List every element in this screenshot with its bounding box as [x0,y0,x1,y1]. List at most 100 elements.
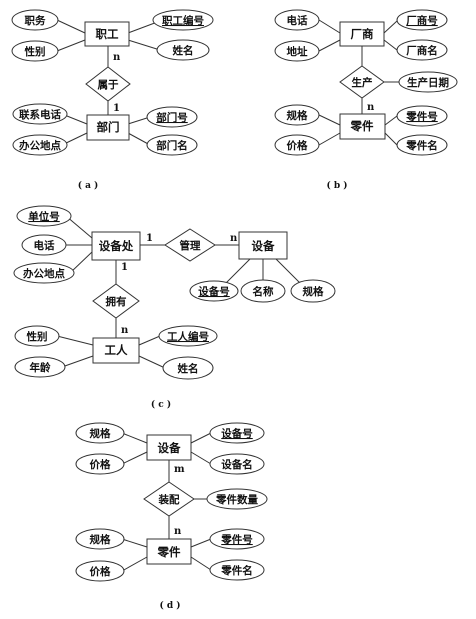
attr-lingjian-ming-b-label: 零件名 [405,139,438,152]
attr-lingjian-shuliang-label: 零件数量 [215,493,258,506]
attr-xingbie-c [14,325,60,347]
attr-shengchan-riqi [398,71,458,93]
attr-nianling [14,356,66,378]
attr-lianxi-dianhua [12,103,68,125]
diagram-b: 电话 地址 厂商号 厂商名 厂商 生产 生产日期 n 零件 规格 价格 零件号 … [274,9,458,191]
card-b-bottom: n [367,102,375,113]
rel-shuyu-label: 属于 [97,79,119,91]
attr-danwei-hao-label: 单位号 [28,210,60,223]
caption-b: ( b ) [326,180,347,191]
card-c-main-down: 1 [121,262,128,273]
entity-lingjian-d [146,538,192,565]
attr-lingjian-ming-d-label: 零件名 [220,564,253,577]
card-d-bottom: n [174,526,182,537]
entity-shebei-c [238,231,288,260]
attr-guige-d2 [75,528,125,550]
attr-guige-d2-label: 规格 [90,533,111,546]
attr-bangong-didian-label: 办公地点 [19,139,61,152]
rel-yongyou-label: 拥有 [106,295,127,308]
attr-jiage-b-label: 价格 [287,139,308,152]
entity-shebei-d-label: 设备 [158,441,181,455]
card-a-bottom: 1 [113,103,120,114]
card-d-top: m [174,464,185,475]
attr-shebei-hao-d-label: 设备号 [221,427,253,440]
attr-bangong-didian-c-label: 办公地点 [23,267,65,280]
rel-shuyu [85,66,131,102]
attr-mingcheng-label: 名称 [253,285,274,298]
attr-xingming-c [162,356,214,380]
attr-shebei-hao-d [209,422,265,444]
entity-changshang [339,21,385,47]
attr-xingbie [11,40,59,62]
attr-lianxi-dianhua-label: 联系电话 [19,108,61,121]
attr-guige-d1-label: 规格 [90,427,111,440]
attr-shebei-ming-d [209,453,265,475]
attr-lingjian-hao-b [396,105,448,127]
attr-xingming-c-label: 姓名 [178,362,199,375]
rel-shengchan-label: 生产 [352,76,373,89]
card-a-top: n [113,52,121,63]
attr-xingming [156,39,210,61]
attr-bumen-ming [146,134,198,156]
attr-dianhua-b [274,9,320,31]
attr-guige-b-label: 规格 [287,109,308,122]
entity-bumen [86,114,130,141]
diagram-a: 职务 性别 职工编号 姓名 职工 n 属于 1 部门 联系电话 办公地点 部门号… [11,9,214,191]
entity-zhigong-label: 职工 [96,27,119,41]
attr-xingbie-c-label: 性别 [27,330,48,343]
attr-dianhua-b-label: 电话 [287,14,308,27]
attr-lingjian-hao-b-label: 零件号 [405,110,438,123]
attr-gongren-bianhao-label: 工人编号 [167,330,209,343]
attr-lingjian-hao-d-label: 零件号 [220,533,253,546]
attr-shengchan-riqi-label: 生产日期 [407,76,449,89]
entity-shebei-d [146,434,192,461]
attr-dizhi [274,40,320,62]
attr-dianhua-c-label: 电话 [34,239,55,252]
attr-zhiwu [11,9,59,31]
rel-zhuangpei [143,481,195,517]
attr-gongren-bianhao [158,325,218,347]
attr-lingjian-hao-d [209,528,265,550]
attr-bumen-ming-label: 部门名 [156,139,188,152]
attr-nianling-label: 年龄 [30,361,51,374]
attr-dizhi-label: 地址 [287,45,308,58]
rel-zhuangpei-label: 装配 [158,493,180,506]
rel-guanli-label: 管理 [180,239,201,252]
attr-shebei-hao-c [189,280,239,302]
attr-changshang-hao-label: 厂商号 [406,14,438,27]
attr-shebei-ming-d-label: 设备名 [221,458,253,471]
attr-zhigong-bianhao [152,9,214,31]
entity-lingjian-d-label: 零件 [157,545,181,559]
attr-zhigong-bianhao-label: 职工编号 [162,14,204,27]
entity-zhigong [84,21,130,47]
attr-jiage-d2-label: 价格 [90,565,111,578]
card-c-bottom: n [121,325,129,336]
card-c-right: n [230,233,238,244]
attr-lingjian-ming-d [209,559,265,581]
caption-a: ( a ) [78,180,99,191]
attr-guige-d1 [75,422,125,444]
attr-bumen-hao [146,106,198,128]
attr-guige-b [274,104,320,126]
attr-lingjian-ming-b [396,134,448,156]
diagram-c: 单位号 电话 办公地点 设备处 1 1 管理 n 设备 设备号 名称 规格 拥有… [13,205,336,410]
attr-jiage-d1 [75,453,125,475]
attr-bangong-didian-c [13,262,75,284]
attr-changshang-ming-label: 厂商名 [406,44,438,57]
attr-danwei-hao [16,205,72,227]
entity-shebei-c-label: 设备 [252,239,275,253]
attr-lingjian-shuliang [206,488,268,510]
entity-lingjian-b [339,113,386,140]
attr-bumen-hao-label: 部门号 [156,111,188,124]
attr-xingming-label: 姓名 [173,44,194,57]
rel-yongyou [92,283,140,319]
attr-dianhua-c [21,234,67,256]
entity-shebeichu-label: 设备处 [99,239,134,253]
attr-zhiwu-label: 职务 [25,14,46,27]
rel-guanli [164,228,216,262]
entity-gongren-label: 工人 [105,343,128,357]
attr-shebei-hao-c-label: 设备号 [198,285,230,298]
attr-xingbie-label: 性别 [25,45,46,58]
caption-d: ( d ) [159,600,180,611]
